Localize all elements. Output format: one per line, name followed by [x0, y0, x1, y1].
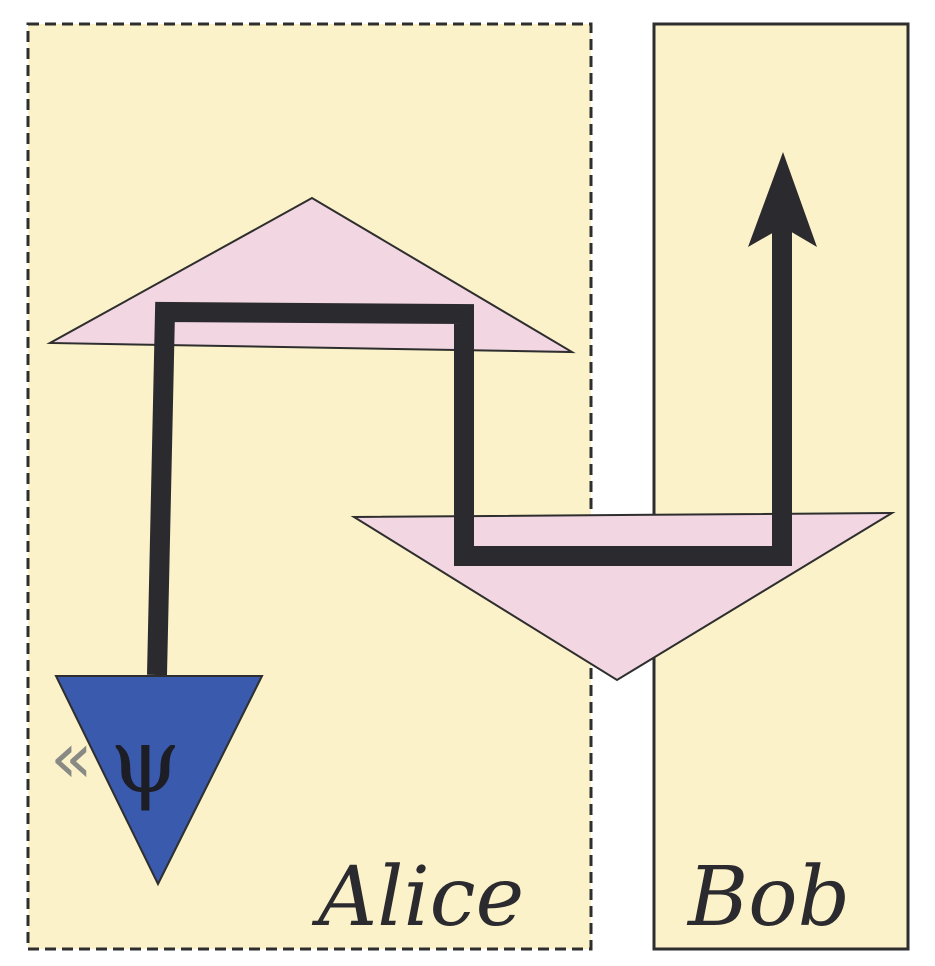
state-bracket: « — [50, 717, 93, 799]
connection-path — [147, 222, 792, 676]
alice-label: Alice — [311, 850, 524, 945]
state-triangle — [54, 675, 264, 887]
psi-symbol: ψ — [110, 709, 181, 814]
arrow-up-icon — [748, 152, 817, 247]
bob-label: Bob — [686, 850, 850, 945]
